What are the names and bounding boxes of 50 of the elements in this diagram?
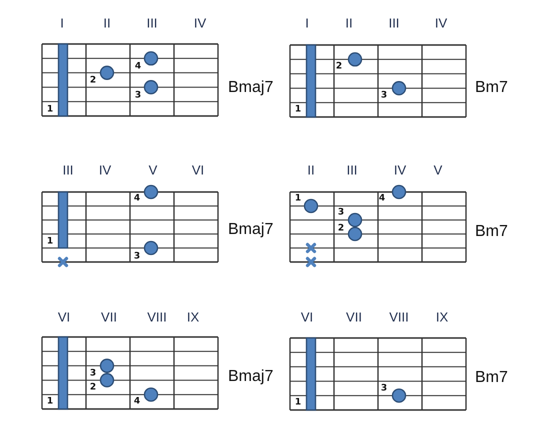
fret-number: II [307, 164, 315, 176]
finger-number: 4 [134, 62, 142, 72]
finger-number: 2 [90, 76, 96, 86]
fret-number: IV [434, 16, 448, 30]
finger-number: 1 [294, 106, 302, 114]
fret-number: I [305, 16, 309, 30]
finger-number: 2 [90, 384, 96, 392]
finger-number: 1 [46, 106, 54, 114]
fret-number: II [103, 16, 111, 30]
finger-number: 3 [134, 92, 142, 100]
fret-number: VIII [147, 310, 167, 324]
fret-number: III [346, 164, 358, 176]
finger-number: 3 [90, 370, 96, 378]
fret-number: V [148, 164, 158, 176]
fret-number: VI [58, 310, 70, 324]
fret-number: III [62, 164, 74, 176]
fret-number: IX [436, 310, 448, 324]
finger-number: 3 [380, 384, 388, 394]
fret-number: IV [394, 164, 406, 176]
finger-number: 2 [338, 224, 344, 234]
chord-name: Bmaj7 [228, 222, 274, 238]
finger-number: 3 [134, 252, 140, 262]
fret-number: II [345, 16, 353, 30]
finger-number: 3 [380, 92, 388, 100]
fret-number: III [388, 16, 400, 30]
fret-number: IV [98, 164, 112, 176]
fret-number: VII [346, 310, 362, 324]
fret-number: VII [101, 310, 117, 324]
finger-number: 1 [46, 398, 54, 406]
chord-name: Bmaj7 [228, 80, 274, 96]
finger-number: 1 [294, 398, 302, 408]
fret-number: V [434, 164, 442, 176]
finger-number: 4 [134, 194, 140, 204]
finger-number: 3 [338, 208, 344, 218]
fret-number: III [146, 16, 158, 30]
fret-number: IV [194, 16, 206, 30]
finger-number: 4 [134, 398, 140, 406]
fret-number: I [60, 16, 64, 30]
finger-number: 1 [294, 194, 302, 204]
fret-number: VI [300, 310, 314, 324]
finger-number: 2 [336, 62, 342, 72]
fret-number: VI [192, 164, 204, 176]
fret-number: IX [186, 310, 200, 324]
finger-number: 4 [378, 194, 386, 204]
chord-name: Bm7 [475, 370, 508, 386]
chord-name: Bmaj7 [228, 369, 274, 385]
chord-name: Bm7 [475, 80, 508, 96]
fret-number: VIII [389, 310, 409, 324]
finger-number: 1 [46, 238, 54, 246]
chord-name: Bm7 [475, 224, 508, 240]
